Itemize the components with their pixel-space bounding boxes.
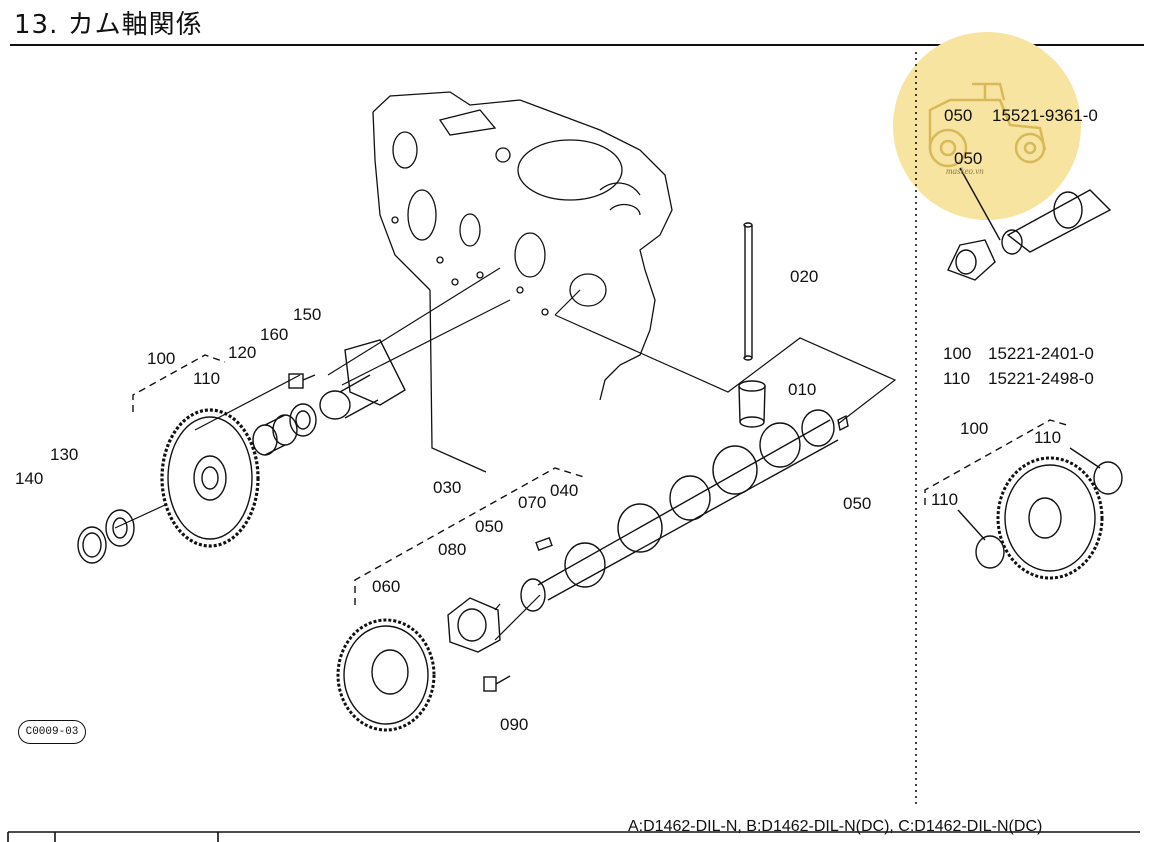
part-ref-050: 050 xyxy=(944,106,973,125)
callout-020: 020 xyxy=(790,267,819,286)
detail-idle-gear-part xyxy=(957,447,1123,580)
callout-110: 110 xyxy=(193,369,221,388)
watermark-text: maskeo.vn xyxy=(946,166,984,176)
callout-090: 090 xyxy=(500,715,529,734)
callout-060: 060 xyxy=(372,577,401,596)
thrust-plate-part xyxy=(447,597,501,653)
washer-130-part xyxy=(105,509,135,547)
callout-030: 030 xyxy=(433,478,462,497)
push-rod-part xyxy=(743,222,753,361)
bolt-160-part xyxy=(288,373,316,389)
detail-callout-050: 050 xyxy=(954,149,983,168)
detail-callout-100: 100 xyxy=(960,419,989,438)
engine-block xyxy=(372,91,673,473)
callout-150: 150 xyxy=(293,305,322,324)
group-brackets xyxy=(132,354,1071,605)
idle-shaft-150-part xyxy=(319,339,406,420)
title-underline xyxy=(10,44,1144,46)
callout-120: 120 xyxy=(228,343,257,362)
leader-lines xyxy=(114,267,897,641)
part-ref-110: 110 xyxy=(943,369,971,388)
callout-050-group: 050 xyxy=(475,517,504,536)
circlip-140-part xyxy=(77,526,107,564)
tractor-logo-icon xyxy=(928,82,1047,168)
part-number-110: 15221-2498-0 xyxy=(988,369,1094,388)
tappet-part xyxy=(738,380,766,428)
camshaft-part xyxy=(520,409,849,612)
callout-010: 010 xyxy=(788,380,817,399)
idle-gear-100-part xyxy=(160,408,260,548)
washer-120-part xyxy=(289,403,317,437)
bolt-090-part xyxy=(483,675,511,692)
callout-130: 130 xyxy=(50,445,79,464)
callout-070: 070 xyxy=(518,493,547,512)
model-applicability: A:D1462-DIL-N, B:D1462-DIL-N(DC), C:D146… xyxy=(628,818,1043,835)
part-number-050: 15521-9361-0 xyxy=(992,106,1098,125)
bushing-110-part xyxy=(252,414,298,456)
callout-080: 080 xyxy=(438,540,467,559)
watermark-disk xyxy=(893,32,1081,220)
page-title: 13. カム軸関係 xyxy=(14,10,203,40)
detail-camshaft-end-part xyxy=(947,167,1112,281)
part-number-100: 15221-2401-0 xyxy=(988,344,1094,363)
cam-gear-060-part xyxy=(336,618,436,732)
callout-140: 140 xyxy=(15,469,44,488)
callout-050-camshaft: 050 xyxy=(843,494,872,513)
callout-040: 040 xyxy=(550,481,579,500)
part-ref-100: 100 xyxy=(943,344,972,363)
callout-100: 100 xyxy=(147,349,176,368)
diagram-code-badge: C0009-03 xyxy=(18,720,86,744)
detail-callout-110-top: 110 xyxy=(1034,428,1062,447)
detail-callout-110-left: 110 xyxy=(931,490,959,509)
callout-160: 160 xyxy=(260,325,289,344)
